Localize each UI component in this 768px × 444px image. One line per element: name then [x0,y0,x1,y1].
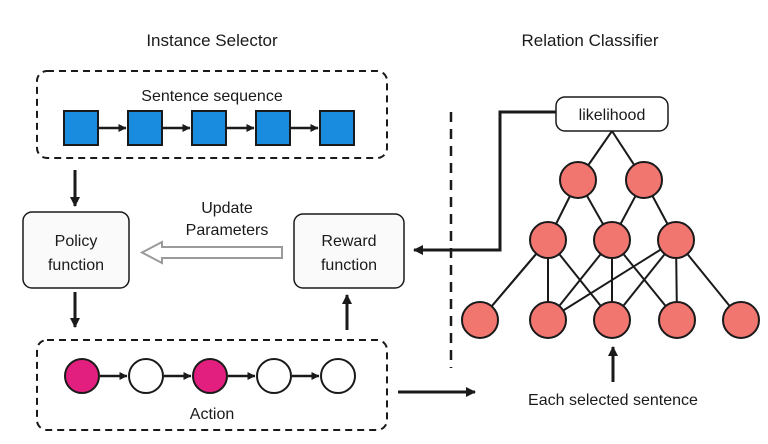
policy-function-box [22,211,130,289]
network-node [461,301,499,339]
policy-function-label-2: function [48,257,104,274]
sentence-sequence-label: Sentence sequence [141,88,283,105]
network-node [593,221,631,259]
sentence-squares [63,110,355,146]
action-circles [64,358,356,394]
sentence-square [255,110,291,146]
likelihood-box [555,96,669,132]
network-node [529,221,567,259]
sentence-square [63,110,99,146]
network-node [722,301,760,339]
network-nodes [461,161,760,339]
reward-function-label-2: function [321,257,377,274]
sentence-square [319,110,355,146]
network-node [529,301,567,339]
update-parameters-label: Update [201,200,253,217]
reward-function-box [293,213,405,289]
network-node [559,161,597,199]
likelihood-label: likelihood [579,107,646,124]
arrow-likelihood-to-reward [413,110,556,255]
sentence-square [127,110,163,146]
reward-function-label: Reward [321,233,376,250]
action-label: Action [190,406,234,423]
network-node [593,301,631,339]
instance-selector-heading: Instance Selector [146,31,278,50]
relation-classifier-heading: Relation Classifier [522,31,659,50]
network-node [625,161,663,199]
action-circle-unselected [256,358,292,394]
network-edge [547,239,677,321]
network-node [657,221,695,259]
sentence-square [191,110,227,146]
action-circle-unselected [128,358,164,394]
network-node [658,301,696,339]
action-circle-selected [192,358,228,394]
each-selected-sentence-label: Each selected sentence [528,392,698,409]
action-circle-unselected [320,358,356,394]
action-circle-selected [64,358,100,394]
update-parameters-arrow [139,240,283,265]
policy-function-label: Policy [55,233,98,250]
update-parameters-label-2: Parameters [186,222,269,239]
